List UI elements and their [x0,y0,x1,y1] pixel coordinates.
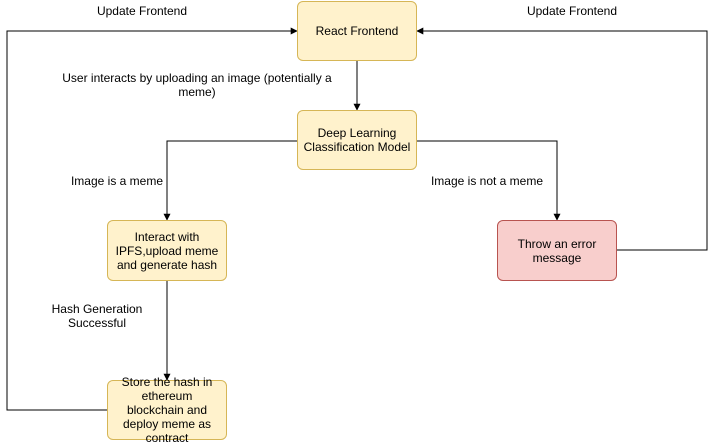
node-throw-error: Throw an error message [497,220,617,281]
node-ipfs-upload: Interact with IPFS,upload meme and gener… [107,220,227,281]
edge-label-image-is-meme: Image is a meme [70,174,164,188]
edge-label-user-interacts: User interacts by uploading an image (po… [62,71,332,99]
node-store-hash: Store the hash in ethereum blockchain an… [107,375,227,445]
node-throw-error-label: Throw an error message [517,236,597,265]
edge-label-image-not-meme: Image is not a meme [430,174,544,188]
node-store-hash-label: Store the hash in ethereum blockchain an… [121,375,213,445]
node-deep-learning-model-label: Deep Learning Classification Model [303,126,411,154]
edge-model-to-ipfs [163,140,297,221]
edge-label-hash-success: Hash Generation Successful [51,302,143,330]
edge-label-update-frontend-left: Update Frontend [96,4,188,18]
node-deep-learning-model: Deep Learning Classification Model [297,110,417,170]
node-ipfs-upload-label: Interact with IPFS,upload meme and gener… [115,229,219,272]
edge-error-to-react [416,27,708,251]
edge-store-to-react [6,27,298,411]
node-react-frontend-label: React Frontend [315,24,399,38]
edge-label-update-frontend-right: Update Frontend [526,4,618,18]
node-react-frontend: React Frontend [297,1,417,61]
edge-model-to-error [417,140,561,221]
